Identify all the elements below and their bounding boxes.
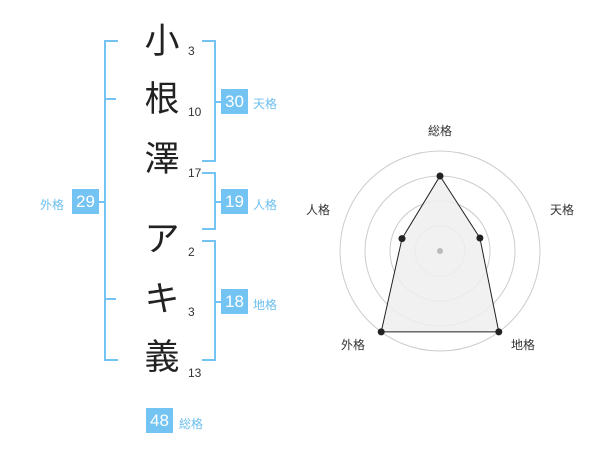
gaikaku-connector (98, 201, 106, 203)
chikaku-badge: 18 (221, 289, 248, 314)
stroke-count-1: 3 (188, 44, 195, 58)
stroke-count-3: 17 (188, 166, 202, 180)
stroke-count-4: 2 (188, 245, 195, 259)
radar-point-3 (495, 328, 503, 336)
soukaku-label: 総格 (179, 417, 204, 431)
radar-axis-label-chikaku: 地格 (511, 338, 536, 352)
stroke-count-5: 3 (188, 305, 195, 319)
gaikaku-bracket-tick-bottom (104, 298, 116, 300)
radar-axis-label-jinkaku: 人格 (306, 203, 331, 217)
name-char-3: 澤 (144, 140, 180, 180)
jinkaku-badge: 19 (221, 189, 248, 214)
radar-ring-4 (339, 150, 541, 352)
gaikaku-label: 外格 (40, 198, 65, 212)
radar-point-1 (436, 172, 444, 180)
name-char-5: キ (144, 280, 180, 320)
tenkaku-connector (214, 101, 222, 103)
tenkaku-badge: 30 (221, 89, 248, 114)
radar-axis-label-soukaku: 総格 (428, 124, 453, 138)
radar-axis-label-tenkaku: 天格 (550, 203, 575, 217)
name-char-4: ア (144, 220, 180, 260)
soukaku-badge: 48 (146, 408, 173, 433)
stroke-count-6: 13 (188, 366, 202, 380)
radar-point-5 (398, 235, 406, 243)
chikaku-label: 地格 (253, 298, 278, 312)
name-char-2: 根 (144, 80, 180, 120)
chikaku-bracket (202, 240, 216, 361)
radar-point-2 (476, 234, 484, 242)
radar-center-point (437, 248, 443, 254)
gaikaku-bracket (104, 40, 118, 361)
radar-point-4 (377, 328, 385, 336)
name-char-1: 小 (144, 22, 180, 62)
radar-axis-label-gaikaku: 外格 (341, 338, 366, 352)
name-char-6: 義 (144, 338, 180, 378)
jinkaku-connector (214, 201, 222, 203)
tenkaku-label: 天格 (253, 97, 278, 111)
gaikaku-badge: 29 (72, 189, 99, 214)
chikaku-connector (214, 301, 222, 303)
gaikaku-bracket-tick-top (104, 98, 116, 100)
stroke-count-2: 10 (188, 105, 202, 119)
jinkaku-label: 人格 (253, 198, 278, 212)
